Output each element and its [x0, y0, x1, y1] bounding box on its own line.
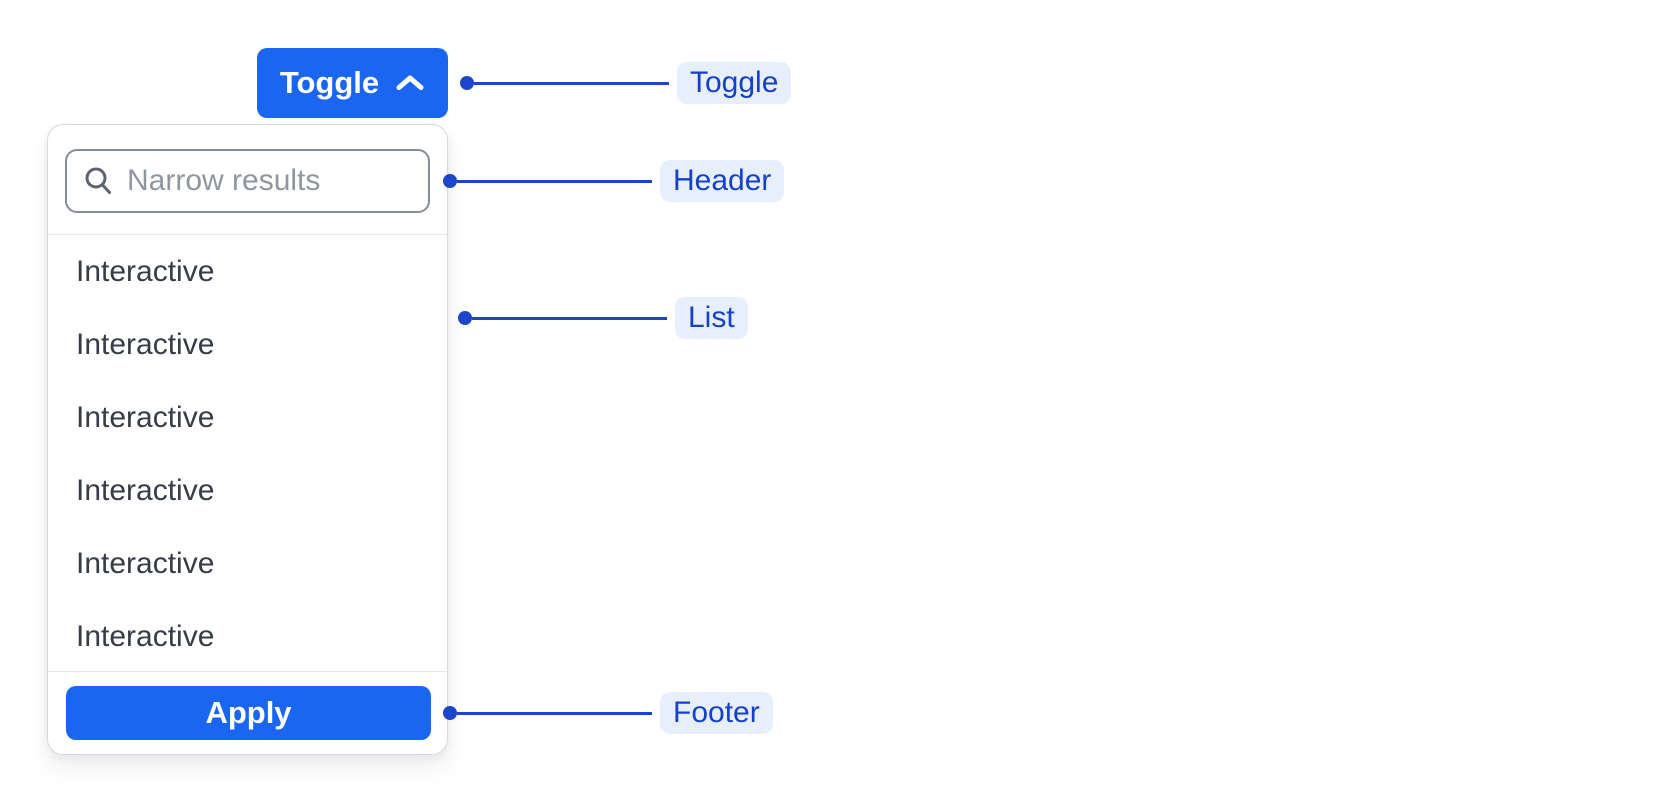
- annotation-label-toggle: Toggle: [677, 62, 792, 104]
- annotation-label-header: Header: [660, 160, 785, 202]
- toggle-button-label: Toggle: [279, 65, 380, 100]
- search-icon: [83, 165, 113, 197]
- annotation-label-list: List: [675, 297, 748, 339]
- chevron-up-icon: [395, 74, 425, 92]
- annotation-dot: [460, 76, 474, 90]
- list-item[interactable]: Interactive: [76, 473, 215, 507]
- annotation-dot: [443, 174, 457, 188]
- header-divider: [48, 234, 447, 235]
- list-item[interactable]: Interactive: [76, 546, 215, 580]
- search-input[interactable]: [127, 164, 412, 198]
- annotation-connector-line: [472, 316, 667, 320]
- list-item[interactable]: Interactive: [76, 327, 215, 361]
- annotation-toggle: Toggle: [460, 62, 792, 104]
- annotation-dot: [458, 311, 472, 325]
- apply-button[interactable]: Apply: [66, 686, 431, 740]
- list-item[interactable]: Interactive: [76, 400, 215, 434]
- dropdown-list: Interactive Interactive Interactive Inte…: [48, 235, 447, 673]
- dropdown-panel: Interactive Interactive Interactive Inte…: [47, 124, 448, 755]
- list-item[interactable]: Interactive: [76, 619, 215, 653]
- annotation-list: List: [458, 297, 748, 339]
- annotation-footer: Footer: [443, 692, 773, 734]
- footer-divider: [48, 671, 447, 672]
- list-item[interactable]: Interactive: [76, 254, 215, 288]
- annotation-connector-line: [457, 711, 652, 715]
- annotation-connector-line: [457, 179, 652, 183]
- annotation-connector-line: [474, 81, 669, 85]
- annotation-dot: [443, 706, 457, 720]
- toggle-button[interactable]: Toggle: [257, 48, 448, 118]
- annotation-header: Header: [443, 160, 785, 202]
- search-box[interactable]: [65, 149, 430, 213]
- annotation-label-footer: Footer: [660, 692, 773, 734]
